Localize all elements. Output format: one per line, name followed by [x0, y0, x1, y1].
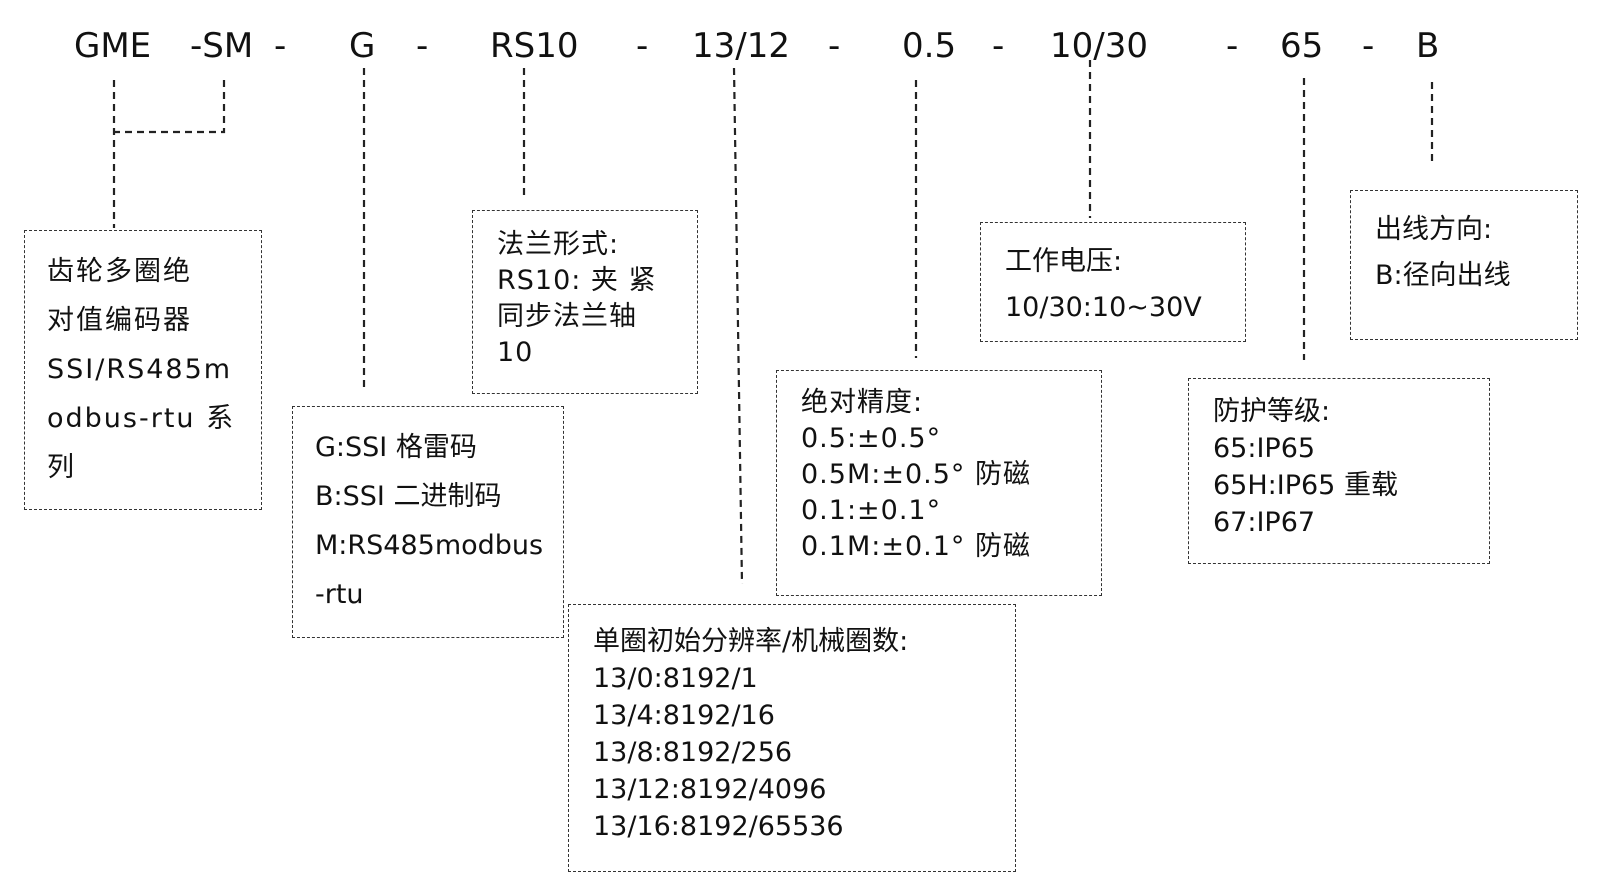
connector-resolution [732, 67, 744, 585]
output-code-line: B:SSI 二进制码 [315, 481, 502, 512]
code-sm: -SM [190, 26, 254, 66]
flange-line: 法兰形式: [497, 229, 620, 260]
series-line: SSI/RS485m [47, 354, 233, 385]
flange-line: 10 [497, 337, 534, 368]
resolution-line: 单圈初始分辨率/机械圈数: [593, 626, 909, 657]
code-separator: - [1226, 26, 1239, 66]
output-code-line: -rtu [315, 579, 364, 610]
code-voltage: 10/30 [1050, 26, 1148, 66]
code-separator: - [828, 26, 841, 66]
voltage-line: 10/30:10~30V [1005, 292, 1202, 323]
resolution-box: 单圈初始分辨率/机械圈数: 13/0:8192/1 13/4:8192/16 1… [568, 604, 1016, 872]
series-box: 齿轮多圈绝 对值编码器 SSI/RS485m odbus-rtu 系 列 [24, 230, 262, 510]
protection-line: 65:IP65 [1213, 433, 1316, 464]
flange-box: 法兰形式: RS10: 夹 紧 同步法兰轴 10 [472, 210, 698, 394]
outlet-line: 出线方向: [1375, 214, 1493, 245]
accuracy-line: 绝对精度: [801, 387, 924, 418]
voltage-line: 工作电压: [1005, 246, 1123, 277]
connector-sm [114, 80, 226, 134]
code-separator: - [1362, 26, 1375, 66]
resolution-line: 13/0:8192/1 [593, 663, 758, 694]
flange-line: 同步法兰轴 [497, 301, 637, 332]
outlet-box: 出线方向: B:径向出线 [1350, 190, 1578, 340]
series-line: 齿轮多圈绝 [47, 256, 192, 287]
series-line: 列 [47, 452, 76, 483]
protection-line: 65H:IP65 重载 [1213, 470, 1398, 501]
voltage-box: 工作电压: 10/30:10~30V [980, 222, 1246, 342]
accuracy-line: 0.5M:±0.5° 防磁 [801, 459, 1031, 490]
code-resolution: 13/12 [692, 26, 790, 66]
outlet-line: B:径向出线 [1375, 260, 1511, 291]
protection-box: 防护等级: 65:IP65 65H:IP65 重载 67:IP67 [1188, 378, 1490, 564]
code-g: G [349, 26, 376, 66]
protection-line: 防护等级: [1213, 396, 1331, 427]
code-separator: - [416, 26, 429, 66]
resolution-line: 13/16:8192/65536 [593, 811, 844, 842]
accuracy-box: 绝对精度: 0.5:±0.5° 0.5M:±0.5° 防磁 0.1:±0.1° … [776, 370, 1102, 596]
code-separator: - [992, 26, 1005, 66]
code-accuracy: 0.5 [902, 26, 957, 66]
resolution-line: 13/8:8192/256 [593, 737, 793, 768]
flange-line: RS10: 夹 紧 [497, 265, 657, 296]
code-separator: - [274, 26, 287, 66]
series-line: odbus-rtu 系 [47, 403, 236, 434]
code-outlet: B [1416, 26, 1440, 66]
output-code-line: M:RS485modbus [315, 530, 544, 561]
code-rs10: RS10 [490, 26, 579, 66]
code-gme: GME [74, 26, 152, 66]
resolution-line: 13/4:8192/16 [593, 700, 775, 731]
code-protection: 65 [1280, 26, 1324, 66]
series-line: 对值编码器 [47, 305, 192, 336]
code-separator: - [636, 26, 649, 66]
accuracy-line: 0.5:±0.5° [801, 423, 942, 454]
output-code-line: G:SSI 格雷码 [315, 432, 477, 463]
protection-line: 67:IP67 [1213, 507, 1316, 538]
accuracy-line: 0.1M:±0.1° 防磁 [801, 531, 1031, 562]
output-code-box: G:SSI 格雷码 B:SSI 二进制码 M:RS485modbus -rtu [292, 406, 564, 638]
resolution-line: 13/12:8192/4096 [593, 774, 827, 805]
accuracy-line: 0.1:±0.1° [801, 495, 942, 526]
